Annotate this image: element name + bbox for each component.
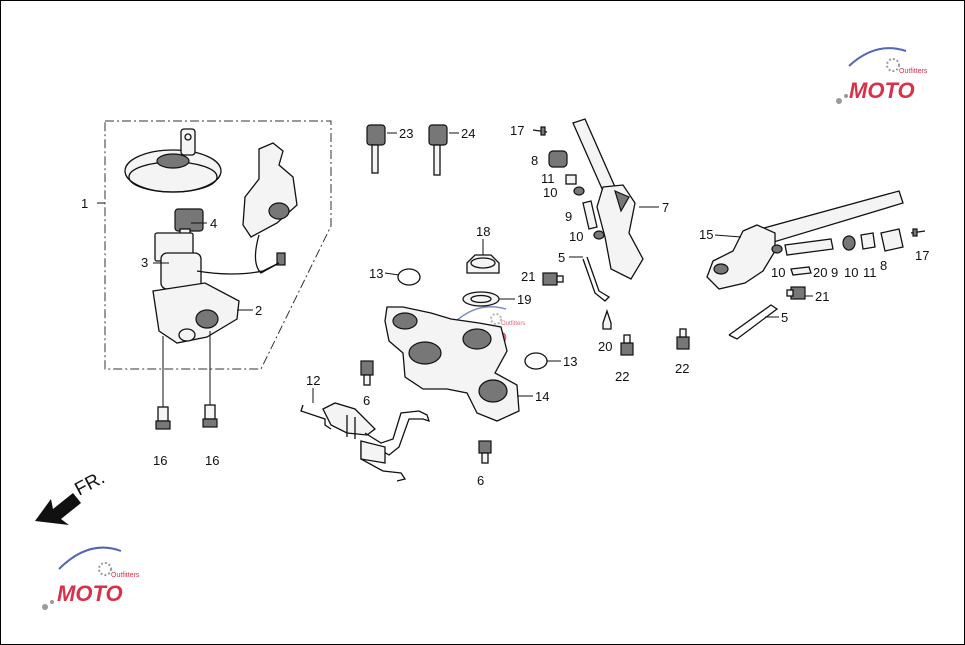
callout-23: 23 xyxy=(399,126,413,141)
pin-20-left xyxy=(602,308,612,330)
clip-5-right xyxy=(728,304,779,340)
right-handlebar-15 xyxy=(706,190,904,290)
rod-9-right xyxy=(784,238,834,256)
bolt-17-right xyxy=(910,228,926,237)
bolt-21-right xyxy=(786,286,806,300)
callout-12: 12 xyxy=(306,373,320,388)
svg-text:Outfitters: Outfitters xyxy=(501,321,525,327)
bolt-6-upper xyxy=(360,360,374,386)
callout-22-left: 22 xyxy=(615,369,629,384)
bolt-16-left xyxy=(155,336,171,430)
spacer-10-right xyxy=(771,235,856,254)
callout-20-left: 20 xyxy=(598,339,612,354)
callout-1: 1 xyxy=(81,196,88,211)
callout-17-left: 17 xyxy=(510,123,524,138)
callout-24: 24 xyxy=(461,126,475,141)
callout-21-right: 21 xyxy=(815,289,829,304)
top-bridge-14 xyxy=(384,306,520,422)
o-ring-13-upper xyxy=(397,268,421,286)
callout-19: 19 xyxy=(517,292,531,307)
o-ring-13-lower xyxy=(524,352,548,370)
callout-9-right: 9 xyxy=(831,265,838,280)
harness-guide-12 xyxy=(300,402,431,482)
steering-stem-nut-18 xyxy=(466,254,500,274)
pin-20-right xyxy=(790,266,812,276)
spacer-10-upper xyxy=(573,186,585,196)
svg-text:Outfitters: Outfitters xyxy=(111,572,140,579)
bolt-21-left xyxy=(542,272,564,286)
callout-11-left: 11 xyxy=(541,171,555,186)
ignition-switch xyxy=(152,232,280,344)
left-handlebar-7 xyxy=(572,118,644,280)
callout-8-right: 8 xyxy=(880,258,887,273)
callout-5-left: 5 xyxy=(558,250,565,265)
watermark-logo-bottom: MOTO Outfitters xyxy=(42,546,140,610)
callout-10-lower: 10 xyxy=(569,229,583,244)
callout-16-left: 16 xyxy=(153,453,167,468)
bar-end-weight-8-right xyxy=(880,228,904,252)
bar-end-weight-8-left xyxy=(548,150,568,168)
watermark-logo-top: MOTO Outfitters xyxy=(836,47,928,104)
callout-14: 14 xyxy=(535,389,549,404)
callout-13-upper: 13 xyxy=(369,266,383,281)
collar-11-right xyxy=(860,232,876,250)
bolt-6-lower xyxy=(478,440,492,464)
callout-10-right-b: 10 xyxy=(844,265,858,280)
callout-6-upper: 6 xyxy=(363,393,370,408)
blank-key-24 xyxy=(428,124,448,176)
bolt-22-left xyxy=(620,334,634,356)
watermark-logo-text: MOTO xyxy=(849,78,915,103)
watermark-sub-text: Outfitters xyxy=(899,68,928,75)
bolt-22-right xyxy=(676,328,690,350)
collar-11-left xyxy=(565,174,577,185)
bolt-17-left xyxy=(532,126,548,136)
callout-10-upper: 10 xyxy=(543,185,557,200)
callout-5-right: 5 xyxy=(781,310,788,325)
callout-16-right: 16 xyxy=(205,453,219,468)
front-direction-arrow: FR. xyxy=(35,468,108,525)
callout-21-left: 21 xyxy=(521,269,535,284)
ignition-set-boundary xyxy=(104,120,332,370)
callout-10-right-a: 10 xyxy=(771,265,785,280)
callout-8-left: 8 xyxy=(531,153,538,168)
bolt-16-right xyxy=(202,331,218,428)
callout-3: 3 xyxy=(141,255,148,270)
callout-20-right: 20 xyxy=(813,265,827,280)
washer-19 xyxy=(462,291,500,307)
callout-15: 15 xyxy=(699,227,713,242)
callout-17-right: 17 xyxy=(915,248,929,263)
front-label: FR. xyxy=(71,468,108,501)
spacer-10-lower xyxy=(593,230,605,240)
fuel-cap xyxy=(124,128,222,193)
callout-7: 7 xyxy=(662,200,669,215)
callout-11-right: 11 xyxy=(863,265,877,280)
callout-6-lower: 6 xyxy=(477,473,484,488)
clip-5-left xyxy=(582,256,611,302)
callout-9-left: 9 xyxy=(565,209,572,224)
svg-text:MOTO: MOTO xyxy=(57,581,123,606)
callout-13-lower: 13 xyxy=(563,354,577,369)
callout-18: 18 xyxy=(476,224,490,239)
callout-4: 4 xyxy=(210,216,217,231)
callout-2: 2 xyxy=(255,303,262,318)
rod-9-left xyxy=(582,200,598,230)
blank-key-23 xyxy=(366,124,386,174)
seat-lock-bracket xyxy=(242,142,298,274)
callout-22-right: 22 xyxy=(675,361,689,376)
